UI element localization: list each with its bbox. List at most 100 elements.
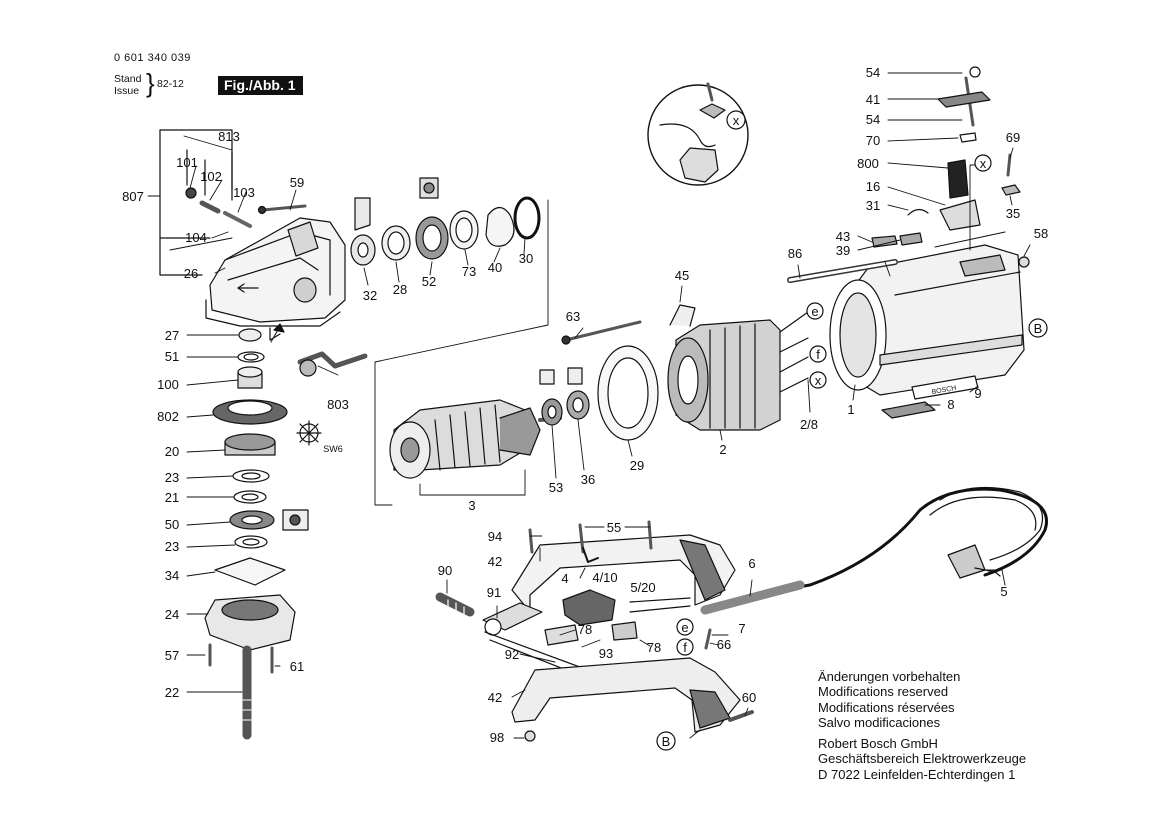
stand-label: Stand bbox=[114, 73, 142, 85]
cable-and-plug bbox=[700, 486, 1048, 615]
callout-69: 69 bbox=[1006, 130, 1020, 145]
callout-30: 30 bbox=[519, 251, 533, 266]
callout-23-lower: 23 bbox=[165, 539, 179, 554]
notes-block: Änderungen vorbehalten Modifications res… bbox=[818, 669, 1026, 782]
callout-39: 39 bbox=[836, 243, 850, 258]
callout-sw6: SW6 bbox=[323, 444, 343, 454]
part-number: 0 601 340 039 bbox=[114, 52, 191, 64]
callout-43: 43 bbox=[836, 229, 850, 244]
marker-b-housing: B bbox=[1034, 321, 1043, 336]
marker-e-switch: e bbox=[681, 620, 688, 635]
callout-7: 7 bbox=[738, 621, 745, 636]
callout-29: 29 bbox=[630, 458, 644, 473]
callout-27: 27 bbox=[165, 328, 179, 343]
marker-f-housing: f bbox=[816, 347, 820, 362]
callout-91: 91 bbox=[487, 585, 501, 600]
callout-34: 34 bbox=[165, 568, 179, 583]
stand-issue-label: Stand Issue bbox=[114, 73, 141, 97]
pinion-803 bbox=[297, 351, 368, 377]
callout-66: 66 bbox=[717, 637, 731, 652]
callout-5-20: 5/20 bbox=[630, 580, 655, 595]
gear-housing bbox=[205, 217, 346, 341]
callout-8: 8 bbox=[947, 397, 954, 412]
callout-58: 58 bbox=[1034, 226, 1048, 241]
callout-40: 40 bbox=[488, 260, 502, 275]
sw6-nut-icon bbox=[296, 420, 322, 446]
bolt-90 bbox=[435, 592, 475, 618]
callout-2: 2 bbox=[719, 442, 726, 457]
callout-42-upper: 42 bbox=[488, 554, 502, 569]
callout-9: 9 bbox=[974, 386, 981, 401]
disclaimer-es: Salvo modificaciones bbox=[818, 714, 941, 730]
callout-803: 803 bbox=[327, 397, 349, 412]
marker-e-housing: e bbox=[811, 304, 818, 319]
marker-x-inset: x bbox=[733, 113, 740, 128]
callout-800: 800 bbox=[857, 156, 879, 171]
callout-90: 90 bbox=[438, 563, 452, 578]
callout-104: 104 bbox=[185, 230, 207, 245]
callout-24: 24 bbox=[165, 607, 179, 622]
wires-e-f-x bbox=[779, 311, 809, 393]
callout-86: 86 bbox=[788, 246, 802, 261]
plates-43-39 bbox=[871, 232, 923, 248]
bracket-807 bbox=[159, 129, 233, 276]
callout-802: 802 bbox=[157, 409, 179, 424]
callout-2-8: 2/8 bbox=[800, 417, 818, 432]
screw-59 bbox=[257, 204, 307, 215]
leader-lines bbox=[147, 72, 1031, 739]
callout-41: 41 bbox=[866, 92, 880, 107]
bearing-row-mid bbox=[539, 345, 659, 441]
marker-x-brush: x bbox=[980, 156, 987, 171]
callout-57: 57 bbox=[165, 648, 179, 663]
switch-assembly bbox=[544, 547, 691, 646]
nameplate bbox=[911, 375, 979, 400]
callout-52: 52 bbox=[422, 274, 436, 289]
brace-glyph: } bbox=[146, 68, 155, 98]
callout-5: 5 bbox=[1000, 584, 1007, 599]
callout-54-mid: 54 bbox=[866, 112, 880, 127]
callout-73: 73 bbox=[462, 264, 476, 279]
callout-23: 23 bbox=[165, 470, 179, 485]
callout-102: 102 bbox=[200, 169, 222, 184]
callout-21: 21 bbox=[165, 490, 179, 505]
callout-98: 98 bbox=[490, 730, 504, 745]
callout-59: 59 bbox=[290, 175, 304, 190]
disclaimer-en: Modifications reserved bbox=[818, 684, 949, 700]
callout-45: 45 bbox=[675, 268, 689, 283]
handle-upper bbox=[511, 520, 736, 613]
screw-101-103 bbox=[185, 187, 252, 228]
callout-100: 100 bbox=[157, 377, 179, 392]
marker-f-switch: f bbox=[683, 640, 687, 655]
company-division: Geschäftsbereich Elektrowerkzeuge bbox=[818, 751, 1027, 767]
issue-label: Issue bbox=[114, 85, 140, 97]
arrow-markers bbox=[270, 323, 285, 343]
callout-6: 6 bbox=[748, 556, 755, 571]
callout-55: 55 bbox=[607, 520, 621, 535]
callout-35: 35 bbox=[1006, 206, 1020, 221]
callout-92: 92 bbox=[505, 647, 519, 662]
callout-26: 26 bbox=[184, 266, 198, 281]
link-91 bbox=[482, 602, 543, 636]
stator bbox=[667, 304, 781, 431]
callout-813: 813 bbox=[218, 129, 240, 144]
callout-93: 93 bbox=[599, 646, 613, 661]
spindle-stack bbox=[204, 328, 309, 740]
callout-54-top: 54 bbox=[866, 65, 880, 80]
circle-markers bbox=[656, 110, 1048, 751]
callout-28: 28 bbox=[393, 282, 407, 297]
callout-94: 94 bbox=[488, 529, 502, 544]
plate-8 bbox=[881, 401, 936, 419]
callout-101: 101 bbox=[176, 155, 198, 170]
bearing-row-top bbox=[350, 177, 541, 266]
callout-1: 1 bbox=[847, 402, 854, 417]
disclaimer-fr: Modifications réservées bbox=[818, 699, 955, 715]
callout-60: 60 bbox=[742, 690, 756, 705]
issue-date: 82-12 bbox=[157, 78, 184, 90]
motor-housing bbox=[829, 244, 1025, 396]
callout-31: 31 bbox=[866, 198, 880, 213]
callout-36: 36 bbox=[581, 472, 595, 487]
callout-103: 103 bbox=[233, 185, 255, 200]
stator-screw-63 bbox=[561, 320, 642, 345]
callout-3: 3 bbox=[468, 498, 475, 513]
